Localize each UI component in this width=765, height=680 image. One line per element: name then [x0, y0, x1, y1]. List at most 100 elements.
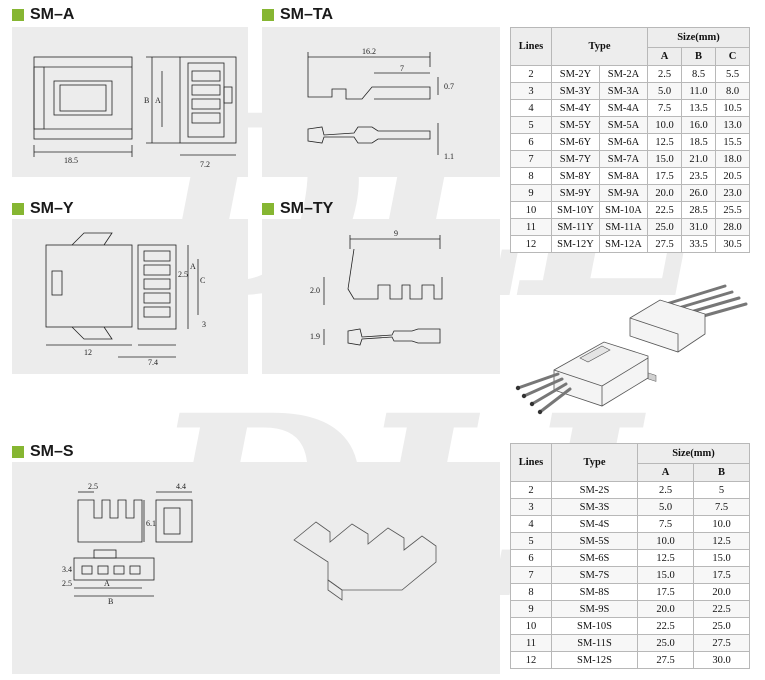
dim-height: 6.1: [146, 519, 156, 528]
table-cell: 9: [510, 600, 552, 618]
table-cell: SM-3S: [551, 498, 638, 516]
table-cell: SM-3Y: [551, 82, 600, 100]
table-cell: 5.0: [637, 498, 694, 516]
table-cell: 12.5: [647, 133, 682, 151]
table-cell: 3: [510, 82, 552, 100]
table-cell: SM-10Y: [551, 201, 600, 219]
table-cell: 8: [510, 167, 552, 185]
dim-h: 3: [202, 320, 206, 329]
table-cell: SM-9Y: [551, 184, 600, 202]
table-cell: SM-5A: [599, 116, 648, 134]
section-label: SM–Y: [30, 200, 74, 217]
table-cell: SM-6S: [551, 549, 638, 567]
table-cell: SM-11A: [599, 218, 648, 236]
section-label: SM–S: [30, 443, 74, 460]
product-photo: [510, 278, 755, 428]
table-cell: 21.0: [681, 150, 716, 168]
dim-b: B: [144, 96, 149, 105]
section-label: SM–TA: [280, 6, 334, 23]
drawing-sm-a: 18.5 7.2 B A: [12, 27, 248, 177]
table-cell: SM-4Y: [551, 99, 600, 117]
table-cell: 31.0: [681, 218, 716, 236]
header-size: Size(mm): [637, 443, 750, 464]
table-cell: 13.0: [715, 116, 750, 134]
dim-w: 1.1: [444, 152, 454, 161]
dim-inner: 7: [400, 64, 404, 73]
header-a: A: [647, 47, 682, 66]
drawing-sm-ta: 16.2 7 0.7 1.1: [262, 27, 500, 177]
header-a: A: [637, 463, 694, 482]
header-c: C: [715, 47, 750, 66]
table-cell: 8.5: [681, 65, 716, 83]
table-cell: SM-11S: [551, 634, 638, 652]
dim-depth: 7.4: [148, 358, 158, 367]
table-cell: 25.5: [715, 201, 750, 219]
header-type: Type: [551, 27, 648, 66]
table-cell: SM-9S: [551, 600, 638, 618]
table-cell: SM-10A: [599, 201, 648, 219]
table-cell: 22.5: [647, 201, 682, 219]
table-cell: 2: [510, 65, 552, 83]
section-label: SM–A: [30, 6, 75, 23]
table-cell: 15.0: [637, 566, 694, 584]
table-cell: 30.0: [693, 651, 750, 669]
table-cell: 2.5: [637, 481, 694, 499]
table-cell: SM-12A: [599, 235, 648, 253]
drawing-sm-y: 12 7.4 2.5 A C 3: [12, 219, 248, 374]
table-cell: 25.0: [647, 218, 682, 236]
table-cell: 27.5: [637, 651, 694, 669]
drawing-sm-s: 2.5 4.4 6.1 3.4 2.5 A B: [12, 462, 500, 674]
table-cell: SM-4A: [599, 99, 648, 117]
bullet-square-icon: [262, 9, 274, 21]
table-cell: 7.5: [647, 99, 682, 117]
table-cell: 30.5: [715, 235, 750, 253]
bullet-square-icon: [12, 446, 24, 458]
table-cell: 22.5: [693, 600, 750, 618]
dim-c: C: [200, 276, 205, 285]
table-cell: 8: [510, 583, 552, 601]
table-cell: 7.5: [637, 515, 694, 533]
table-cell: 7.5: [693, 498, 750, 516]
table-cell: 7: [510, 150, 552, 168]
section-title-sm-s: SM–S: [12, 443, 74, 461]
table-cell: SM-5Y: [551, 116, 600, 134]
dim-depth: 4.4: [176, 482, 186, 491]
table-cell: SM-2S: [551, 481, 638, 499]
table-cell: 11: [510, 218, 552, 236]
section-title-sm-y: SM–Y: [12, 200, 74, 218]
header-b: B: [693, 463, 750, 482]
table-cell: 16.0: [681, 116, 716, 134]
header-b: B: [681, 47, 716, 66]
dim-length: 9: [394, 229, 398, 238]
table-cell: SM-4S: [551, 515, 638, 533]
dim-width: 18.5: [64, 156, 78, 165]
dim-a: A: [155, 96, 161, 105]
table-cell: SM-3A: [599, 82, 648, 100]
dim-pitch: 2.5: [178, 270, 188, 279]
table-cell: 10: [510, 201, 552, 219]
table-cell: 10.0: [647, 116, 682, 134]
table-cell: 13.5: [681, 99, 716, 117]
table-cell: 15.5: [715, 133, 750, 151]
table-cell: SM-6Y: [551, 133, 600, 151]
table-cell: 15.0: [693, 549, 750, 567]
dim-height: 2.0: [310, 286, 320, 295]
section-label: SM–TY: [280, 200, 334, 217]
table-cell: 20.0: [647, 184, 682, 202]
table-cell: SM-12S: [551, 651, 638, 669]
table-cell: SM-7S: [551, 566, 638, 584]
header-lines: Lines: [510, 27, 552, 66]
table-cell: 2.5: [647, 65, 682, 83]
